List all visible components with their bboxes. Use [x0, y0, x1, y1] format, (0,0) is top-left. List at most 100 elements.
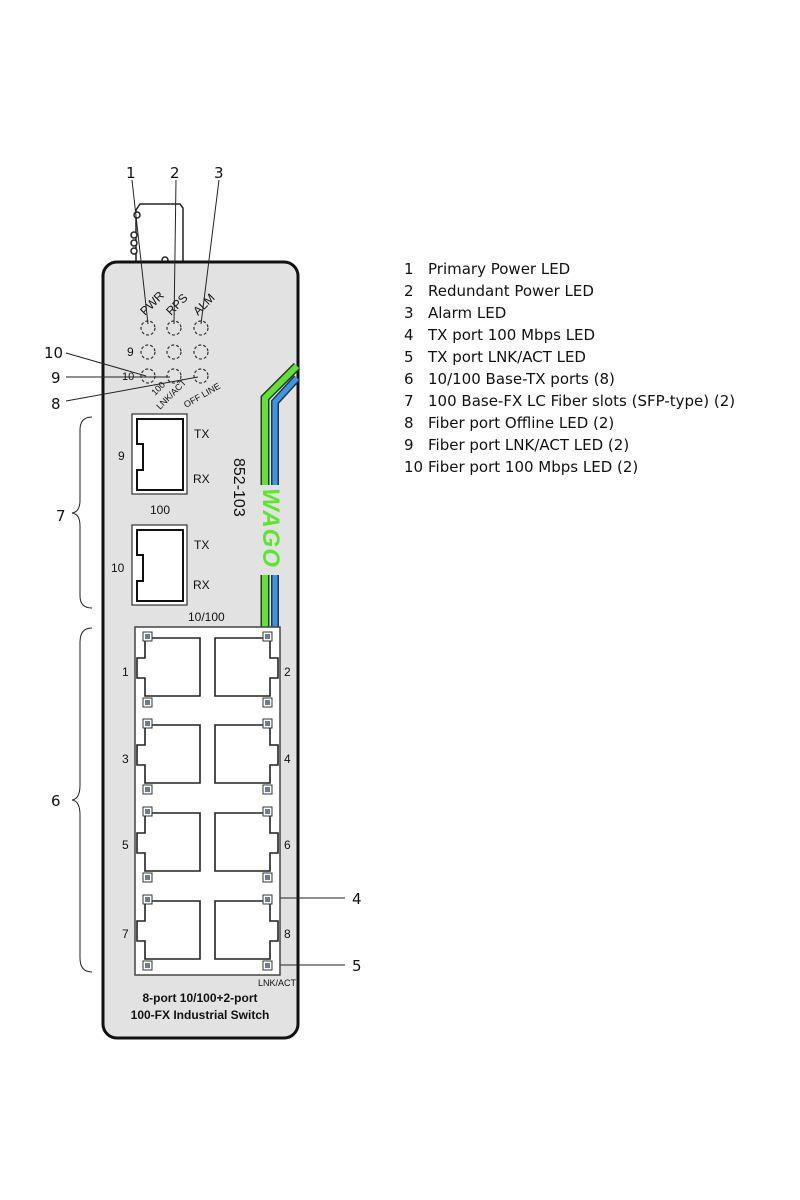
sfp9-speed: 100	[150, 503, 170, 517]
rj45-port-7[interactable]	[136, 894, 201, 971]
rj45-port-8[interactable]	[214, 894, 279, 971]
fiber10-offline-led	[193, 368, 209, 384]
logo-background	[259, 485, 283, 575]
port-100-led	[265, 721, 270, 726]
port-lnk-act-led	[265, 875, 270, 880]
fiber9-offline-led	[193, 344, 209, 360]
port-lnk-act-led	[145, 963, 150, 968]
sfp10-rx-label: RX	[193, 578, 210, 592]
port-lnk-act-led	[265, 700, 270, 705]
legend-number: 6	[404, 370, 414, 388]
port-outline	[136, 724, 201, 784]
legend-text: 10/100 Base-TX ports (8)	[428, 370, 615, 388]
port-100-led	[265, 634, 270, 639]
port-led-label: LNK/ACT	[258, 978, 297, 988]
sfp10-number: 10	[111, 561, 125, 575]
legend-item: 2 Redundant Power LED	[404, 280, 735, 302]
legend-item: 3 Alarm LED	[404, 302, 735, 324]
rj45-ports	[136, 631, 279, 971]
port-outline	[214, 900, 279, 960]
legend-item: 1 Primary Power LED	[404, 258, 735, 280]
port-outline	[136, 637, 201, 697]
legend-text: Fiber port Offline LED (2)	[428, 414, 615, 432]
legend-number: 4	[404, 326, 414, 344]
callout-lines	[65, 179, 345, 966]
brace-tx-ports	[71, 627, 93, 973]
port-100-led	[265, 897, 270, 902]
rj45-port-4[interactable]	[214, 718, 279, 795]
rj45-port-5[interactable]	[136, 806, 201, 883]
sfp9-number: 9	[118, 449, 125, 463]
port-outline	[136, 812, 201, 872]
legend-text: TX port 100 Mbps LED	[428, 326, 596, 344]
fiber10-100-led	[140, 368, 156, 384]
legend-item: 6 10/100 Base-TX ports (8)	[404, 368, 735, 390]
port-outline	[214, 812, 279, 872]
rj45-port-1[interactable]	[136, 631, 201, 708]
legend-number: 2	[404, 282, 414, 300]
sfp9-tx-label: TX	[194, 427, 209, 441]
callout-7: 7	[56, 507, 66, 525]
port-label-1: 1	[122, 665, 129, 679]
port-label-3: 3	[122, 752, 129, 766]
legend-item: 4 TX port 100 Mbps LED	[404, 324, 735, 346]
legend-text: Redundant Power LED	[428, 282, 594, 300]
legend-number: 10	[404, 458, 424, 476]
port-outline	[214, 637, 279, 697]
port-label-5: 5	[122, 838, 129, 852]
callout-2: 2	[170, 164, 180, 182]
port-label-4: 4	[284, 752, 291, 766]
port-label-8: 8	[284, 927, 291, 941]
callout-6: 6	[51, 792, 61, 810]
port-label-7: 7	[122, 927, 129, 941]
model-number: 852-103	[230, 458, 247, 517]
callout-4: 4	[352, 890, 362, 908]
legend-text: Fiber port 100 Mbps LED (2)	[428, 458, 639, 476]
fiber10-lnk-led	[166, 368, 182, 384]
port-100-led	[145, 634, 150, 639]
callout-1: 1	[126, 164, 136, 182]
port-label-2: 2	[284, 665, 291, 679]
rj45-port-3[interactable]	[136, 718, 201, 795]
port-lnk-act-led	[265, 787, 270, 792]
legend-text: Fiber port LNK/ACT LED (2)	[428, 436, 630, 454]
legend-item: 9 Fiber port LNK/ACT LED (2)	[404, 434, 735, 456]
brace-fiber-slots	[71, 416, 93, 609]
device-description-line2: 100-FX Industrial Switch	[131, 1008, 270, 1022]
port-label-6: 6	[284, 838, 291, 852]
port-outline	[136, 900, 201, 960]
rj45-port-6[interactable]	[214, 806, 279, 883]
callout-8: 8	[51, 395, 61, 413]
port-lnk-act-led	[145, 700, 150, 705]
sfp-slot-10[interactable]	[131, 524, 188, 606]
port-100-led	[145, 809, 150, 814]
callout-5: 5	[352, 957, 362, 975]
din-rail-clip	[130, 203, 184, 264]
legend-text: Primary Power LED	[428, 260, 571, 278]
legend-number: 1	[404, 260, 414, 278]
sfp10-tx-label: TX	[194, 538, 209, 552]
led-row-label-9: 9	[127, 345, 134, 359]
port-100-led	[145, 897, 150, 902]
sfp-slot-9[interactable]	[131, 413, 188, 495]
device-description-line1: 8-port 10/100+2-port	[142, 991, 257, 1005]
rj45-port-2[interactable]	[214, 631, 279, 708]
port-outline	[214, 724, 279, 784]
port-100-led	[145, 721, 150, 726]
port-lnk-act-led	[145, 875, 150, 880]
callout-3: 3	[214, 164, 224, 182]
wago-logo: WAGO	[257, 488, 284, 568]
legend-text: 100 Base-FX LC Fiber slots (SFP-type) (2…	[428, 392, 736, 410]
fiber9-lnk-led	[166, 344, 182, 360]
fiber9-100-led	[140, 344, 156, 360]
legend-text: Alarm LED	[428, 304, 507, 322]
callout-10: 10	[44, 344, 63, 362]
port-lnk-act-led	[145, 787, 150, 792]
legend-number: 9	[404, 436, 414, 454]
legend-number: 3	[404, 304, 414, 322]
